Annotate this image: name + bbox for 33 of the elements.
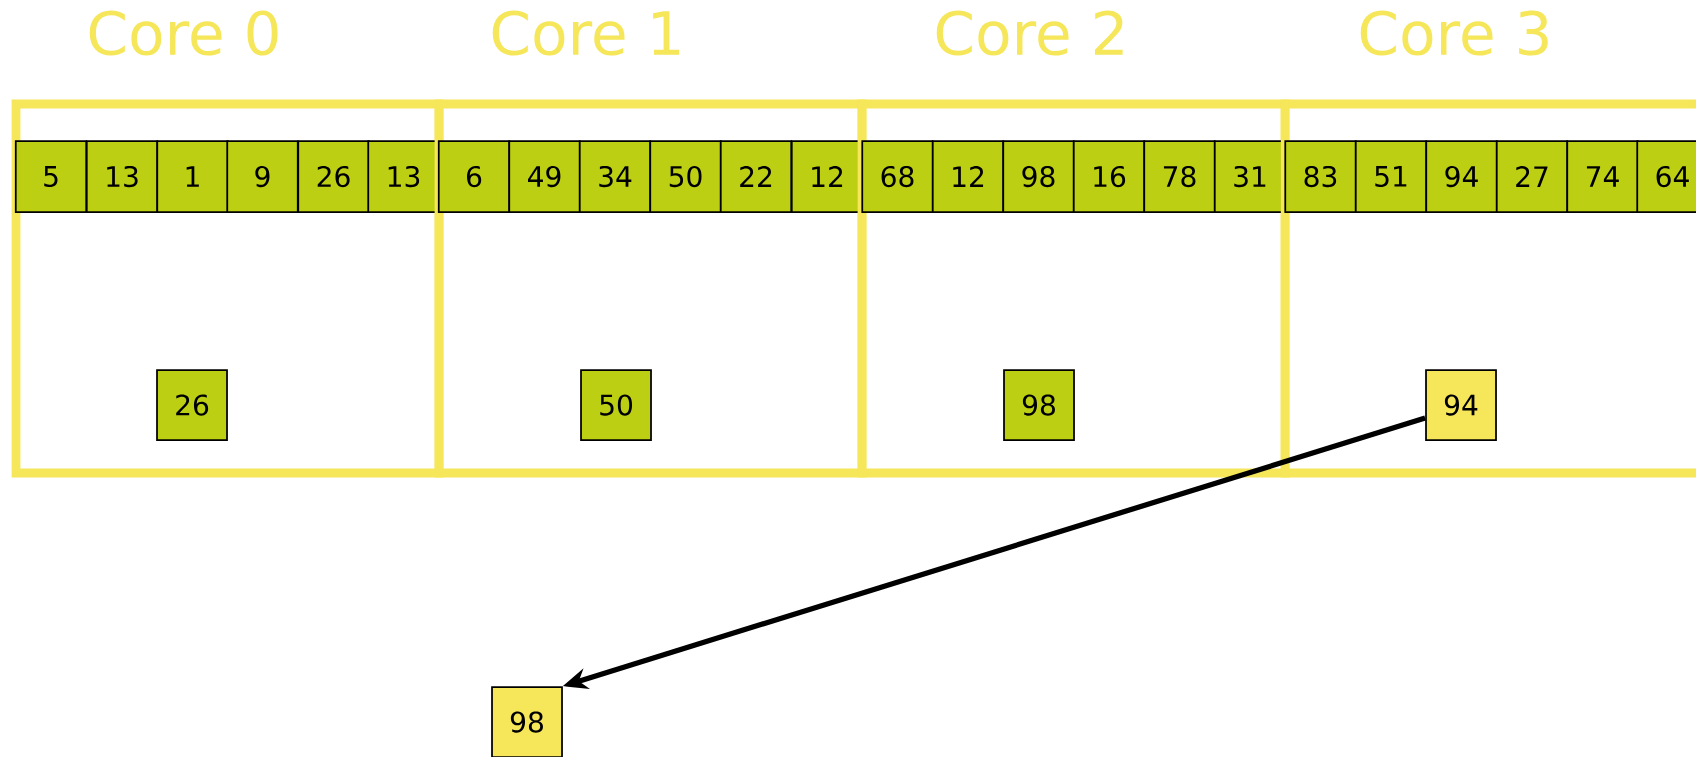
- value-box: 98: [491, 686, 563, 757]
- array-cell: 16: [1072, 140, 1146, 213]
- array-cell: 68: [861, 140, 934, 213]
- array-cell: 1: [156, 140, 229, 213]
- array-cell: 9: [226, 140, 299, 213]
- array-cell: 94: [1425, 140, 1498, 213]
- array-cell: 34: [578, 140, 652, 213]
- array-cell: 51: [1354, 140, 1428, 213]
- array-cell: 12: [790, 140, 864, 213]
- array-cell: 98: [1002, 140, 1075, 213]
- array-cell: 31: [1213, 140, 1287, 213]
- value-box: 26: [156, 369, 228, 441]
- value-box: 50: [580, 369, 652, 441]
- array-cell: 78: [1143, 140, 1216, 213]
- array-cell: 13: [367, 140, 440, 213]
- array-cell: 83: [1284, 140, 1357, 213]
- core-title: Core 3: [1360, 10, 1548, 56]
- array-cell: 64: [1636, 140, 1696, 213]
- array-cell: 74: [1566, 140, 1639, 213]
- array-cell: 12: [931, 140, 1005, 213]
- array-cell: 13: [85, 140, 159, 213]
- array-cell: 50: [649, 140, 722, 213]
- core-title: Core 0: [89, 10, 278, 56]
- value-box: 98: [1003, 369, 1075, 441]
- array-cell: 6: [437, 140, 511, 213]
- array-cell: 49: [508, 140, 581, 213]
- array-cell: 26: [297, 140, 370, 213]
- value-box: 94: [1425, 369, 1497, 441]
- array-cell: 5: [14, 140, 88, 213]
- core-title: Core 1: [492, 10, 680, 56]
- array-cell: 22: [719, 140, 793, 213]
- array-cell: 27: [1495, 140, 1569, 213]
- core-title: Core 2: [936, 10, 1123, 56]
